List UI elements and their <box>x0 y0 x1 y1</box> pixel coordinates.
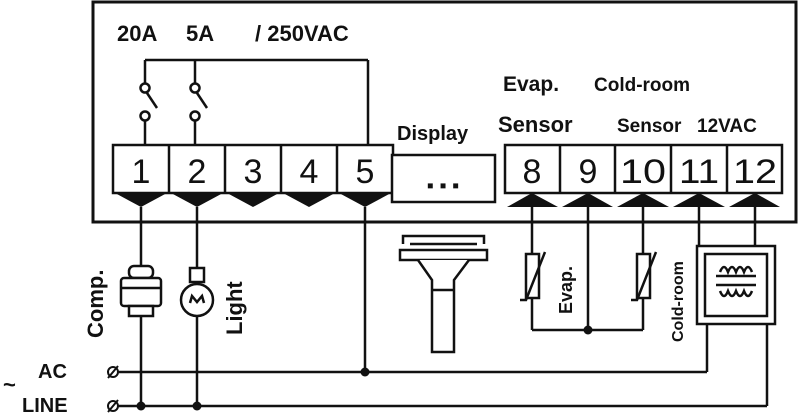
terminal-markers <box>115 193 780 207</box>
compressor-label: Comp. <box>83 270 108 338</box>
terminal-1-label: 1 <box>132 153 151 191</box>
terminal-marker-10 <box>617 193 669 207</box>
rating-20a: 20A <box>117 21 157 46</box>
transformer-icon <box>695 244 777 326</box>
terminal-marker-2 <box>171 193 223 207</box>
terminal-8-label: 8 <box>523 153 542 191</box>
light-label: Light <box>222 281 247 335</box>
terminal-marker-5 <box>339 193 391 207</box>
coldroom-thermistor-icon <box>631 251 658 302</box>
terminal-marker-3 <box>227 193 279 207</box>
terminal-marker-8 <box>507 193 558 207</box>
ac-line-terminals <box>107 365 119 413</box>
terminal-5-label: 5 <box>356 153 375 191</box>
terminal-2-label: 2 <box>188 153 207 191</box>
ac-label: AC <box>38 361 67 383</box>
display-dots: ▪ ▪ ▪ <box>427 175 459 197</box>
relay-contact-1 <box>139 82 159 145</box>
evap-sensor-label: Sensor <box>498 112 573 137</box>
evap-probe-label: Evap. <box>556 266 576 314</box>
evap-thermistor-icon <box>520 251 547 302</box>
terminal-block-right <box>503 143 784 195</box>
coldroom-probe-label: Cold-room <box>670 261 687 342</box>
supply-voltage-label: 12VAC <box>697 116 757 137</box>
terminal-marker-12 <box>729 193 780 207</box>
display-mount-icon <box>398 234 489 354</box>
terminal-4-label: 4 <box>300 153 319 191</box>
coldroom-label: Cold-room <box>594 75 690 96</box>
evap-label: Evap. <box>503 73 559 96</box>
compressor-icon <box>119 264 163 318</box>
terminal-block-left <box>111 143 395 195</box>
terminal-3-label: 3 <box>244 153 263 191</box>
terminal-9-label: 9 <box>579 153 598 191</box>
light-bulb-icon <box>179 266 215 318</box>
terminal-12-label: 12 <box>733 153 777 191</box>
relay-contact-2 <box>189 82 209 145</box>
load-wiring <box>113 207 769 408</box>
terminal-marker-1 <box>115 193 167 207</box>
terminal-marker-9 <box>562 193 613 207</box>
display-window <box>390 153 497 204</box>
terminal-marker-11 <box>673 193 725 207</box>
junction-dots <box>136 325 593 411</box>
relay-common-bus <box>143 58 370 145</box>
line-label: LINE <box>22 395 68 413</box>
rating-5a: 5A <box>186 21 214 46</box>
ac-tilde: ~ <box>3 372 16 397</box>
rating-voltage: / 250VAC <box>255 21 349 46</box>
terminal-11-label: 11 <box>679 153 719 191</box>
display-label: Display <box>397 123 469 145</box>
terminal-10-label: 10 <box>620 153 666 191</box>
terminal-marker-4 <box>283 193 335 207</box>
coldroom-sensor-label: Sensor <box>617 116 682 137</box>
